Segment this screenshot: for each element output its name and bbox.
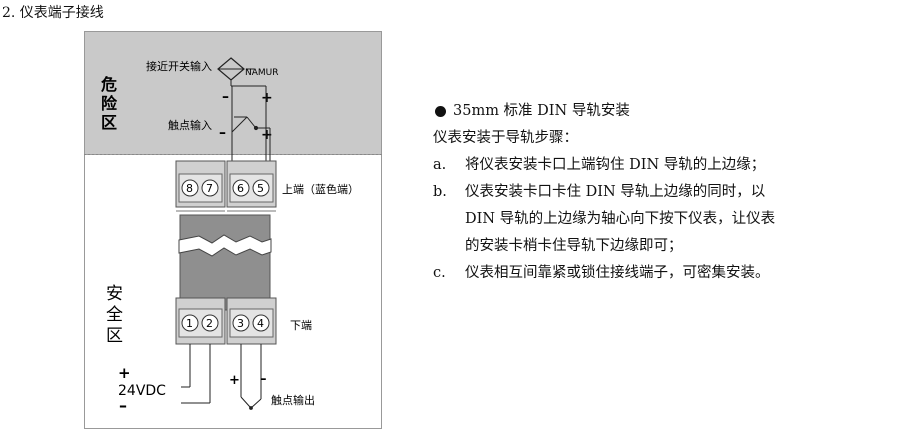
terminal-number: 6 [237,182,244,195]
contact-output-minus: – [260,372,267,387]
terminal-number: 1 [186,317,193,330]
hazard-zone-char-3: 区 [101,113,117,132]
step-b-line-3: 的安装卡梢卡住导轨下边缘即可； [465,238,683,254]
safe-zone-char-3: 区 [106,326,123,346]
supply-plus: + [118,364,131,382]
safe-zone-char-1: 安 [106,284,123,304]
proximity-plus: + [261,90,273,106]
hazard-zone [84,31,382,155]
contact-output-plus: + [229,373,240,388]
step-c-letter: c. [433,265,446,281]
din-rail [178,214,272,311]
step-b-line-2: DIN 导轨的上边缘为轴心向下按下仪表，让仪表 [465,211,776,227]
contact-input-minus: – [219,125,226,141]
lower-terminal-1: 1 [181,314,199,332]
upper-terminal-8: 8 [181,179,199,197]
terminal-number: 5 [257,182,264,195]
upper-terminal-5: 5 [252,179,270,197]
supply-label: 24VDC [118,383,166,399]
terminal-number: 8 [186,182,193,195]
instructions-heading: 35mm 标准 DIN 导轨安装 [453,103,630,119]
proximity-minus: – [222,89,229,105]
terminal-number: 4 [257,317,264,330]
step-a-letter: a. [433,157,447,173]
step-a: a. 将仪表安装卡口上端钩住 DIN 导轨的上边缘； [433,152,893,179]
step-a-line-1: 将仪表安装卡口上端钩住 DIN 导轨的上边缘； [465,157,766,173]
din-rail-instructions: 35mm 标准 DIN 导轨安装 仪表安装于导轨步骤： a. 将仪表安装卡口上端… [433,98,893,287]
contact-output-label: 触点输出 [271,393,315,407]
step-b: b. 仪表安装卡口卡住 DIN 导轨上边缘的同时，以 DIN 导轨的上边缘为轴心… [433,179,893,260]
lower-terminal-4: 4 [252,314,270,332]
lower-terminal-3: 3 [232,314,250,332]
upper-terminal-6: 6 [232,179,250,197]
wiring-diagram: 危 险 区 安 全 区 接近开关输入 NAMUR – + 触点输入 – + [84,31,382,429]
upper-terminal-7: 7 [201,179,219,197]
lower-terminal-2: 2 [201,314,219,332]
instructions-intro: 仪表安装于导轨步骤： [433,130,578,146]
upper-terminal-label: 上端（蓝色端） [282,182,359,196]
instructions-heading-line: 35mm 标准 DIN 导轨安装 [433,98,893,125]
lower-wires [181,344,262,404]
proximity-input-label: 接近开关输入 [146,59,212,73]
hazard-zone-char-1: 危 [101,75,117,94]
lower-terminal-label: 下端 [290,319,312,332]
bullet-icon [435,106,446,117]
contact-input-label: 触点输入 [168,118,212,132]
proximity-sensor-icon [217,57,266,87]
terminal-number: 7 [206,182,213,195]
contact-input-plus: + [261,127,273,143]
step-b-line-1: 仪表安装卡口卡住 DIN 导轨上边缘的同时，以 [465,184,766,200]
section-title: 2. 仪表端子接线 [2,5,104,21]
terminal-number: 2 [206,317,213,330]
step-c: c. 仪表相互间靠紧或锁住接线端子，可密集安装。 [433,260,893,287]
hazard-zone-char-2: 险 [101,94,118,113]
supply-minus: – [119,396,127,415]
safe-zone-char-2: 全 [106,305,123,325]
step-c-line-1: 仪表相互间靠紧或锁住接线端子，可密集安装。 [465,265,770,281]
contact-output-switch-icon [240,384,262,410]
terminal-number: 3 [237,317,244,330]
namur-label: NAMUR [245,68,279,78]
step-b-letter: b. [433,184,447,200]
